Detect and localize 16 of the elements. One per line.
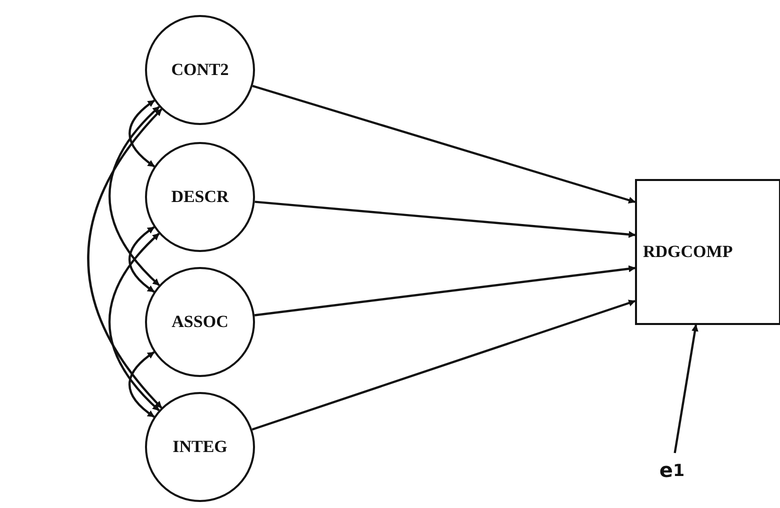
double-headed-arrow <box>128 351 155 418</box>
double-headed-arrow <box>128 226 155 293</box>
double-headed-arrow <box>128 100 155 168</box>
variable-circle: DESCR <box>145 142 255 252</box>
variable-circle: INTEG <box>145 392 255 502</box>
double-headed-arrow <box>87 108 162 408</box>
variable-box: RDGCOMP <box>635 179 780 325</box>
arrow <box>252 300 636 431</box>
variable-circle: CONT2 <box>145 15 255 125</box>
double-headed-arrow <box>108 106 160 286</box>
arrow <box>254 265 636 316</box>
variable-circle: ASSOC <box>145 267 255 377</box>
double-headed-arrow <box>108 232 160 412</box>
arrow <box>254 200 636 238</box>
arrow <box>674 324 698 454</box>
arrow <box>252 84 636 204</box>
